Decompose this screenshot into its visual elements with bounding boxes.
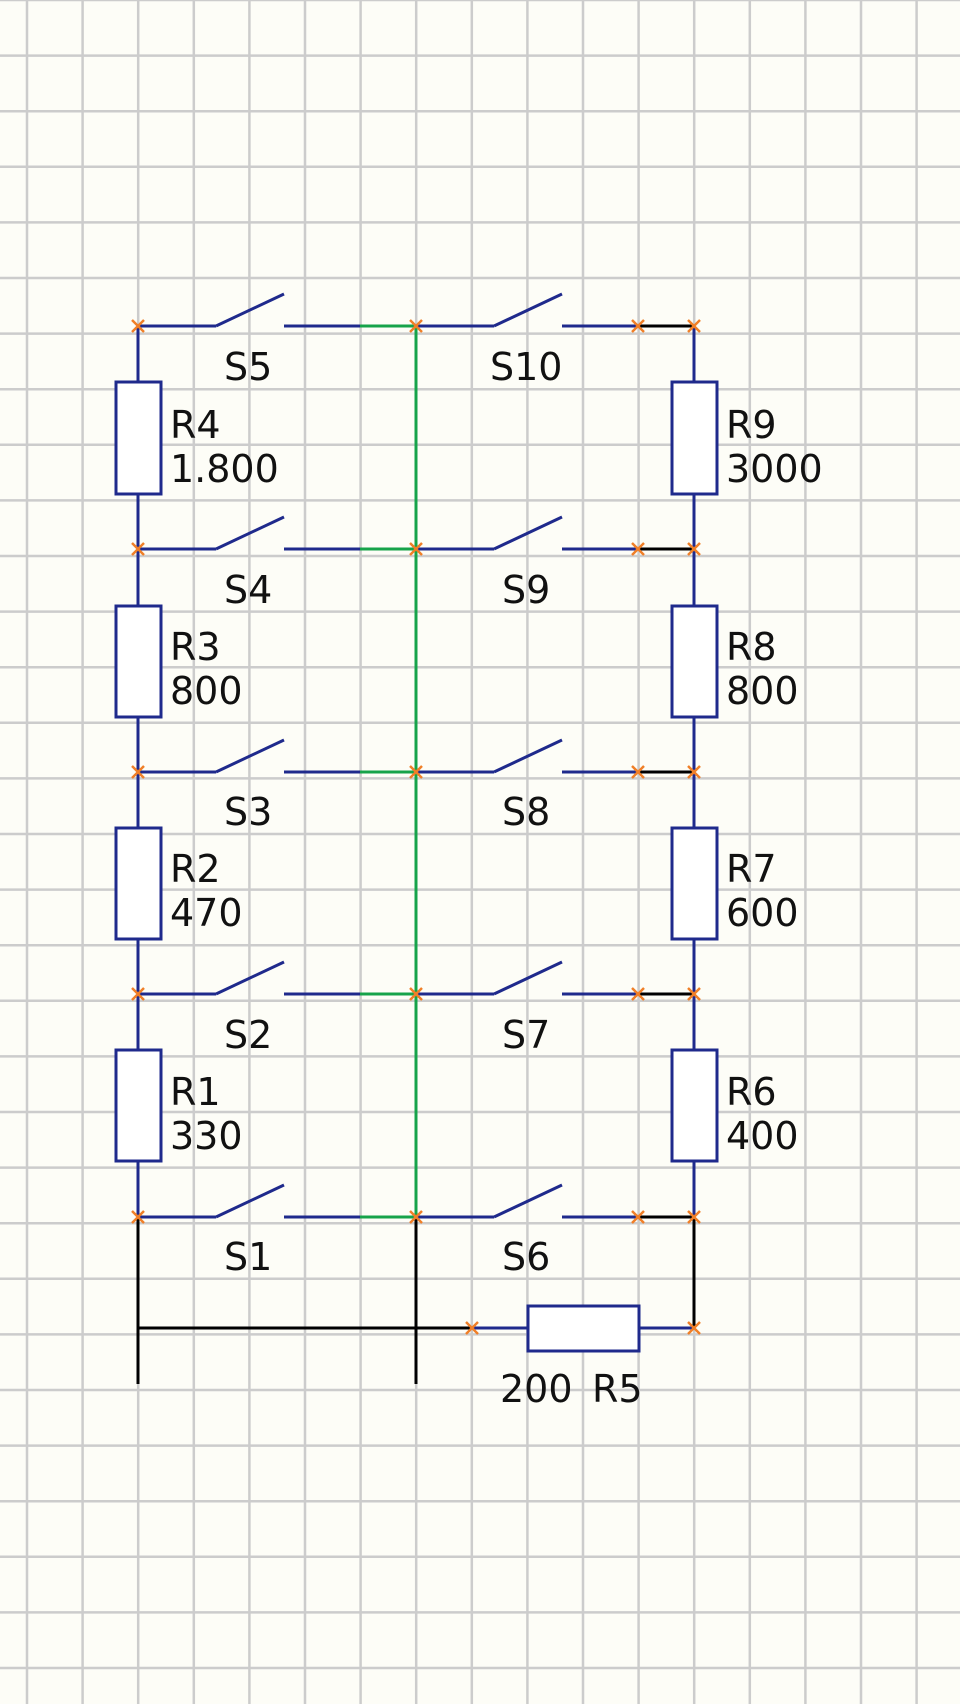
resistor-r3[interactable] bbox=[114, 604, 163, 719]
resistor-r4[interactable] bbox=[114, 380, 163, 496]
node-marker bbox=[687, 542, 701, 556]
resistor-name-r4: R4 bbox=[170, 403, 221, 447]
switch-label-s10: S10 bbox=[490, 345, 562, 389]
switch-label-s9: S9 bbox=[502, 568, 550, 612]
switch-label-s3: S3 bbox=[224, 790, 272, 834]
resistor-labels: R4 1.800 R3 800 R2 470 R1 330 R9 3000 R8… bbox=[170, 403, 823, 1411]
resistor-name-r5: R5 bbox=[592, 1367, 643, 1411]
resistor-name-r2: R2 bbox=[170, 847, 221, 891]
resistor-value-r5: 200 bbox=[500, 1367, 573, 1411]
resistor-r6[interactable] bbox=[670, 1048, 719, 1163]
resistor-value-r1: 330 bbox=[170, 1114, 243, 1158]
resistor-name-r6: R6 bbox=[726, 1070, 777, 1114]
switch-label-s2: S2 bbox=[224, 1013, 272, 1057]
node-marker bbox=[687, 765, 701, 779]
resistor-name-r7: R7 bbox=[726, 847, 777, 891]
switch-labels: S5 S4 S3 S2 S1 S10 S9 S8 S7 S6 bbox=[224, 345, 562, 1279]
resistor-r1[interactable] bbox=[114, 1048, 163, 1163]
node-marker bbox=[131, 987, 145, 1001]
node-marker bbox=[631, 987, 645, 1001]
bottom-black-wiring bbox=[136, 1217, 696, 1384]
resistor-name-r3: R3 bbox=[170, 625, 221, 669]
node-marker bbox=[687, 987, 701, 1001]
resistor-name-r1: R1 bbox=[170, 1070, 221, 1114]
node-marker bbox=[631, 765, 645, 779]
node-marker bbox=[409, 987, 423, 1001]
node-marker bbox=[409, 319, 423, 333]
resistor-name-r8: R8 bbox=[726, 625, 777, 669]
node-marker bbox=[409, 1210, 423, 1224]
node-marker bbox=[409, 542, 423, 556]
resistor-name-r9: R9 bbox=[726, 403, 777, 447]
node-marker bbox=[687, 1210, 701, 1224]
resistor-r8[interactable] bbox=[670, 604, 719, 719]
resistor-value-r4: 1.800 bbox=[170, 447, 279, 491]
node-marker bbox=[631, 542, 645, 556]
node-marker bbox=[409, 765, 423, 779]
switch-label-s6: S6 bbox=[502, 1235, 550, 1279]
node-marker bbox=[465, 1321, 479, 1335]
node-marker bbox=[687, 319, 701, 333]
switch-label-s1: S1 bbox=[224, 1235, 272, 1279]
switch-label-s7: S7 bbox=[502, 1013, 550, 1057]
switch-label-s8: S8 bbox=[502, 790, 550, 834]
node-marker bbox=[131, 1210, 145, 1224]
resistor-value-r9: 3000 bbox=[726, 447, 823, 491]
resistor-value-r7: 600 bbox=[726, 891, 799, 935]
node-marker bbox=[687, 1321, 701, 1335]
node-marker bbox=[131, 542, 145, 556]
resistor-r5[interactable] bbox=[526, 1304, 641, 1353]
switch-label-s5: S5 bbox=[224, 345, 272, 389]
node-marker bbox=[631, 319, 645, 333]
switch-rungs bbox=[138, 292, 694, 1219]
resistor-value-r3: 800 bbox=[170, 669, 243, 713]
node-markers bbox=[131, 319, 701, 1335]
resistor-r2[interactable] bbox=[114, 826, 163, 941]
resistor-r9[interactable] bbox=[670, 380, 719, 496]
resistor-value-r8: 800 bbox=[726, 669, 799, 713]
resistor-r7[interactable] bbox=[670, 826, 719, 941]
resistor-value-r6: 400 bbox=[726, 1114, 799, 1158]
switch-label-s4: S4 bbox=[224, 568, 272, 612]
node-marker bbox=[631, 1210, 645, 1224]
node-marker bbox=[131, 319, 145, 333]
resistor-value-r2: 470 bbox=[170, 891, 243, 935]
node-marker bbox=[131, 765, 145, 779]
